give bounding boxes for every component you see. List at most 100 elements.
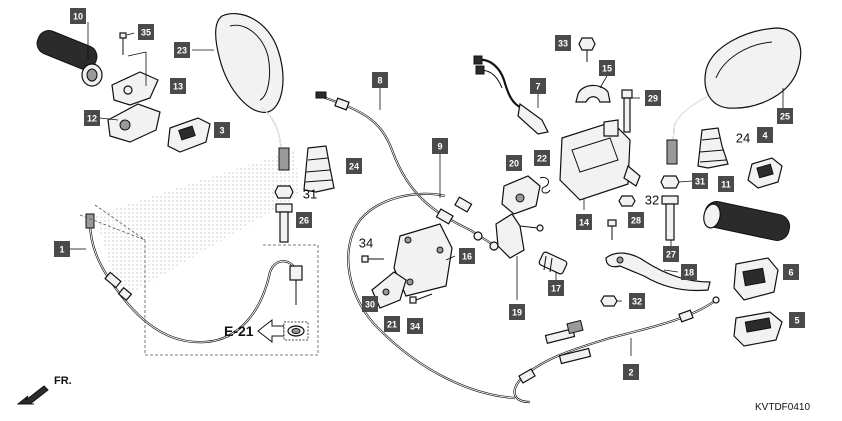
left-grip-part (36, 30, 103, 87)
cable-part-2 (513, 296, 720, 404)
boot-part-24b (697, 127, 729, 169)
dashed-frame (79, 214, 319, 356)
nut-part-32b (600, 295, 618, 307)
screw-part-34 (361, 255, 384, 263)
cable-part-8 (315, 91, 499, 251)
callout-number: 20 (509, 159, 519, 169)
callout-number: 19 (512, 308, 522, 318)
callout-c16: 16 (459, 248, 475, 264)
callout-c34b: 34 (407, 318, 423, 334)
callout-c23: 23 (174, 42, 190, 58)
throttle-cable-part (85, 213, 303, 344)
callout-number: 15 (602, 64, 612, 74)
callout-c13: 13 (170, 78, 186, 94)
callout-c32b: 32 (629, 293, 645, 309)
callout-c26: 26 (296, 212, 312, 228)
callout-c28: 28 (628, 212, 644, 228)
callout-number: 1 (59, 245, 64, 255)
callout-number: 8 (377, 76, 382, 86)
callout-number: 6 (788, 268, 793, 278)
screw-part-28 (607, 219, 617, 240)
plate-part-16 (393, 223, 453, 297)
callout-number: 11 (721, 180, 731, 190)
nut-part-31b (660, 175, 680, 189)
section-reference-label: E-21 (224, 323, 254, 339)
callout-number: 32 (632, 297, 642, 307)
callout-c5: 5 (789, 312, 805, 328)
fitting-part-17 (538, 251, 568, 275)
callout-number: 3 (219, 126, 224, 136)
callout-number: 18 (684, 268, 694, 278)
callout-c14: 14 (576, 214, 592, 230)
callout-c17: 17 (548, 280, 564, 296)
leader-lines (70, 22, 784, 356)
callout-number: 13 (173, 82, 183, 92)
callout-number: 5 (794, 316, 799, 326)
callout-c15: 15 (599, 60, 615, 76)
spacer-part-27 (661, 195, 679, 241)
callout-c12: 12 (84, 110, 100, 126)
callout-c3: 3 (214, 122, 230, 138)
plain-label-p31: 31 (303, 187, 317, 202)
callout-c19: 19 (509, 304, 525, 320)
callout-c1: 1 (54, 241, 70, 257)
callout-number: 9 (437, 142, 442, 152)
throttle-housing-part (107, 103, 161, 143)
bolt-part-29 (621, 89, 633, 133)
callout-number: 24 (349, 162, 359, 172)
callout-c2: 2 (623, 364, 639, 380)
nut-part-31 (274, 185, 294, 199)
callout-c24a: 24 (346, 158, 362, 174)
left-mirror-part (215, 12, 290, 171)
stipple-shading (95, 150, 300, 300)
callout-number: 16 (462, 252, 472, 262)
callout-c8: 8 (372, 72, 388, 88)
nut-part-32 (618, 195, 636, 207)
callout-number: 7 (535, 82, 540, 92)
clamp-part-15 (575, 84, 611, 103)
callout-c7: 7 (530, 78, 546, 94)
callout-c4: 4 (757, 127, 773, 143)
callout-number: 17 (551, 284, 561, 294)
callout-number: 4 (762, 131, 767, 141)
callout-c33: 33 (555, 35, 571, 51)
harness-part-7 (473, 55, 549, 135)
callout-c25: 25 (777, 108, 793, 124)
callout-number: 10 (73, 12, 83, 22)
bolt-part-33 (578, 37, 596, 62)
cable-part-9 (347, 192, 516, 400)
callout-number: 34 (410, 322, 420, 332)
callout-number: 23 (177, 46, 187, 56)
callout-number: 21 (387, 320, 397, 330)
callout-number: 30 (365, 300, 375, 310)
spring-part-22 (539, 177, 551, 194)
callout-number: 31 (695, 177, 705, 187)
callout-number: 22 (537, 154, 547, 164)
callout-number: 12 (87, 114, 97, 124)
callout-c18: 18 (681, 264, 697, 280)
callout-c21: 21 (384, 316, 400, 332)
front-direction-arrow: FR. (16, 375, 72, 405)
callout-number: 28 (631, 216, 641, 226)
bracket-part-30 (371, 271, 407, 309)
plain-label-p34: 34 (359, 236, 373, 251)
callout-c27: 27 (663, 246, 679, 262)
callout-number: 29 (648, 94, 658, 104)
plain-label-p24: 24 (736, 131, 750, 146)
callout-number: 2 (628, 368, 633, 378)
callout-c30: 30 (362, 296, 378, 312)
boot-part-24 (303, 145, 335, 193)
master-cylinder-part (559, 119, 641, 201)
right-grip-part (703, 201, 791, 241)
callout-c35: 35 (138, 24, 154, 40)
brake-lever-part (605, 252, 711, 292)
direction-label: FR. (54, 375, 72, 387)
callout-number: 26 (299, 216, 309, 226)
callout-c10: 10 (70, 8, 86, 24)
right-mirror-part (666, 27, 802, 165)
reference-code: KVTDF0410 (755, 402, 810, 413)
callout-number: 27 (666, 250, 676, 260)
